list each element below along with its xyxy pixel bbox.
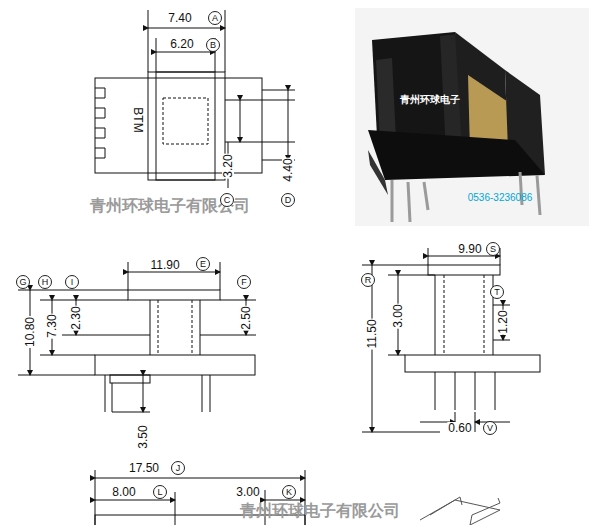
callout-text: R [365,276,372,285]
photo-text: 0536-3236086 [467,193,534,203]
dimension-value: 2.50 [240,305,252,330]
callout-letter: R [361,273,375,287]
callout-text: A [212,14,218,23]
callout-text: V [487,424,493,433]
callout-text: C [224,196,231,205]
callout-text: K [286,488,292,497]
dimension-value: 3.00 [392,303,404,328]
dimension-value: 2.30 [70,305,82,330]
dimension-value: BTM [132,106,144,133]
callout-letter: L [153,485,167,499]
dimension-value: 17.50 [128,462,160,474]
dimension-value: 11.90 [149,259,180,271]
callout-letter: K [282,485,296,499]
dimension-value: 0.60 [447,422,472,434]
callout-letter: D [281,193,295,207]
dimension-value: 6.20 [169,38,194,50]
dimension-value: 7.30 [46,313,58,338]
callout-letter: B [206,38,220,52]
dimension-value: 11.50 [366,318,378,349]
callout-letter: S [486,242,500,256]
callout-text: E [200,260,206,269]
dimension-value: 3.00 [235,486,260,498]
dimension-value: 3.50 [137,424,149,449]
callout-letter: V [483,421,497,435]
watermark: 青州环球电子有限公司 [239,503,401,519]
callout-letter: E [196,257,210,271]
callout-letter: T [490,285,504,299]
callout-text: L [157,488,162,497]
dimension-value: 8.00 [111,486,136,498]
callout-text: H [42,278,49,287]
callout-letter: G [16,275,30,289]
callout-text: S [490,245,496,254]
callout-text: G [19,278,26,287]
dimension-value: 10.80 [24,316,36,348]
photo-text: 青州环球电子 [399,95,461,105]
callout-text: F [241,278,247,287]
callout-text: J [176,464,181,473]
callout-letter: H [38,275,52,289]
callout-text: D [285,196,292,205]
callout-letter: A [208,11,222,25]
callout-text: B [210,41,216,50]
dimension-value: 9.90 [457,243,482,255]
callout-text: I [71,278,74,287]
callout-letter: F [237,275,251,289]
callout-letter: J [171,461,185,475]
dimension-value: 4.40 [282,157,294,182]
callout-text: T [494,288,500,297]
dimension-value: 7.40 [167,12,192,24]
dimension-value: 1.20 [497,309,509,334]
callout-letter: I [65,275,79,289]
dimension-value: 3.20 [222,153,234,178]
callout-letter: C [220,193,234,207]
